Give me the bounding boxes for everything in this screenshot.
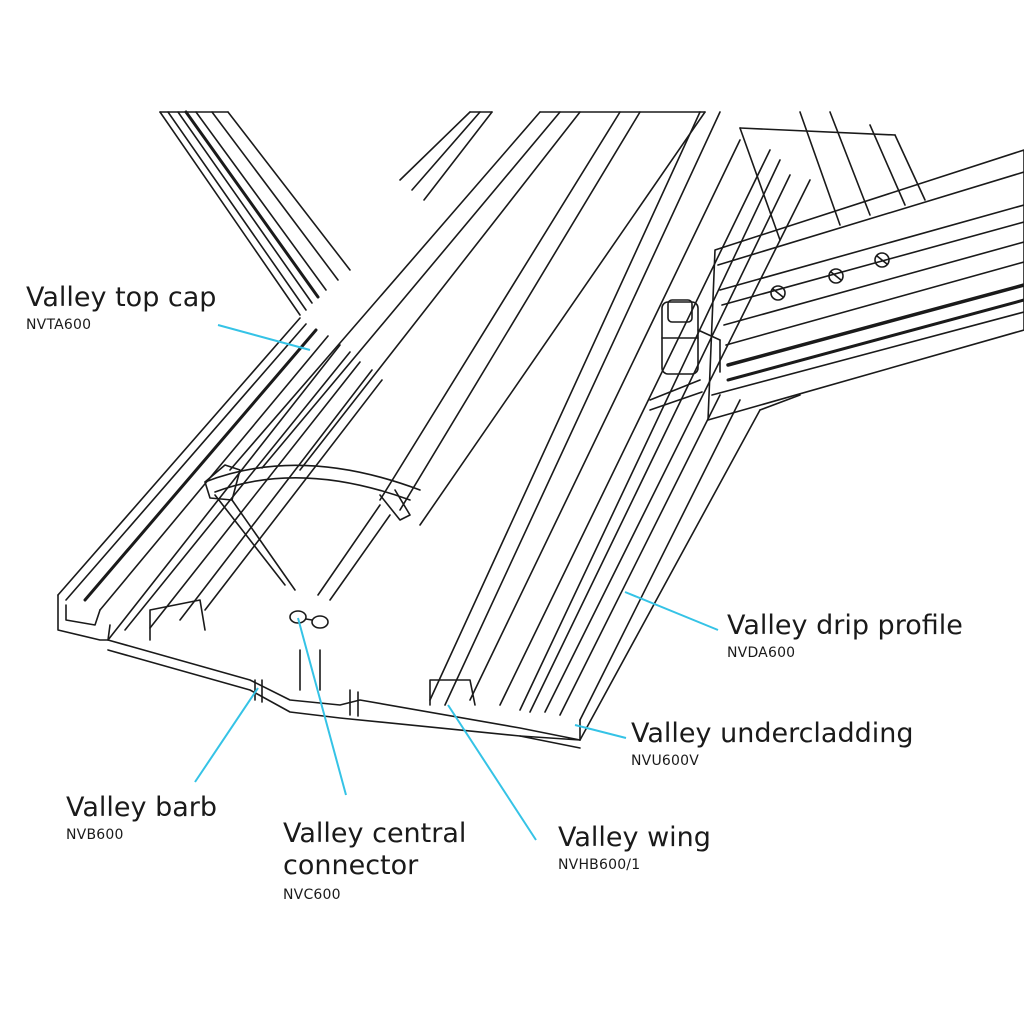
valley-left-profiles	[57, 317, 383, 641]
leader-wing	[447, 704, 537, 841]
label-name-line1: Valley central	[283, 818, 467, 849]
top-cap-section	[204, 464, 411, 601]
label-code: NVU600V	[631, 753, 699, 770]
upper-rafter-profile	[399, 111, 493, 201]
leader-undercladding	[574, 724, 627, 739]
valley-right-profiles	[429, 111, 811, 741]
label-valley-undercladding: Valley undercladding NVU600V	[631, 718, 914, 769]
label-name: Valley top cap	[26, 282, 217, 313]
label-valley-barb: Valley barb NVB600	[66, 792, 217, 843]
left-rafter-profile	[159, 110, 351, 316]
label-name-line2: connector	[283, 850, 419, 882]
label-name: Valley drip profile	[727, 610, 963, 641]
central-connector-section	[289, 610, 329, 629]
label-valley-central-connector: Valley central connector NVC600	[283, 818, 466, 903]
right-rafter-profile	[707, 111, 1024, 421]
wing-section	[107, 599, 581, 749]
leader-lines	[194, 324, 719, 841]
label-name: Valley undercladding	[631, 718, 914, 749]
leader-connector	[297, 617, 347, 796]
leader-top-cap	[217, 324, 311, 351]
label-valley-drip-profile: Valley drip profile NVDA600	[727, 610, 963, 661]
label-code: NVC600	[283, 886, 341, 903]
label-valley-top-cap: Valley top cap NVTA600	[26, 282, 216, 333]
label-code: NVHB600/1	[558, 857, 641, 874]
label-name: Valley wing	[558, 822, 711, 853]
bolt-icon	[770, 285, 786, 301]
label-valley-wing: Valley wing NVHB600/1	[558, 822, 711, 873]
clamp-bracket	[649, 299, 721, 411]
valley-top-cap-body	[204, 111, 706, 526]
leader-drip-profile	[624, 591, 719, 631]
leader-barb	[194, 687, 259, 783]
label-code: NVDA600	[727, 645, 796, 662]
bolt-icon	[828, 268, 844, 284]
label-name: Valley barb	[66, 792, 218, 823]
label-code: NVB600	[66, 827, 124, 844]
label-code: NVTA600	[26, 317, 92, 334]
bolt-icon	[874, 252, 890, 268]
